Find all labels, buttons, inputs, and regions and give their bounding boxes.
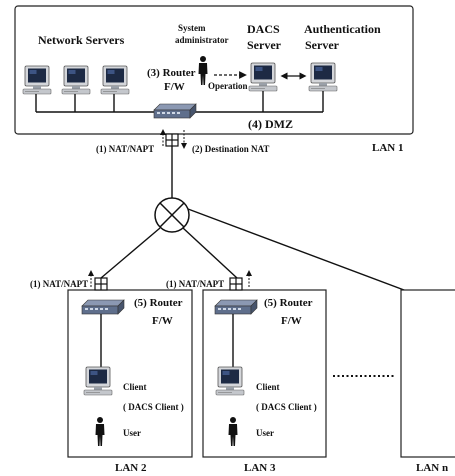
lan3-router-label-line2: F/W [281,315,302,327]
lan2-router-label-line1: (5) Router [134,297,183,309]
operation-label: Operation [208,81,248,91]
sysadmin-label-line2: administrator [175,35,229,45]
lan1-router-label-line1: (3) Router [147,67,196,79]
network-server-2-icon [61,65,91,95]
dacs-server-label-line1: DACS [247,22,280,36]
wan-link-lann-line [187,208,421,297]
lan2-user-label: User [123,428,141,438]
lan3-nat-napt-label: (1) NAT/NAPT [166,279,224,289]
lan2-name-label: LAN 2 [115,462,147,474]
lan2-client-label-line2: ( DACS Client ) [123,402,184,412]
lan3-client-label-line2: ( DACS Client ) [256,402,317,412]
wan-link-lan3-line [182,227,238,279]
lan1-router-label-line2: F/W [164,81,185,93]
lan2-router-label-line2: F/W [152,315,173,327]
lan3-user-label: User [256,428,274,438]
network-servers-label: Network Servers [38,33,125,47]
lan1-router-icon [153,103,197,119]
lan2-client-label-line1: Client [123,382,147,392]
lan2-client-icon [83,366,113,396]
lan3-router-label-line1: (5) Router [264,297,313,309]
sysadmin-label-line1: System [178,23,206,33]
auth-server-label-line2: Server [305,38,340,52]
dacs-server-icon [248,62,278,92]
dmz-label: (4) DMZ [248,117,293,131]
lan2-router-icon [81,299,125,315]
network-server-1-icon [22,65,52,95]
lan3-nat-box-icon [229,277,243,291]
internet-hub-icon [154,197,190,233]
auth-server-label-line1: Authentication [304,22,381,36]
lan1-nat-napt-label: (1) NAT/NAPT [96,144,154,154]
lan2-nat-napt-label: (1) NAT/NAPT [30,279,88,289]
dacs-server-label-line2: Server [247,38,282,52]
lan3-client-label-line1: Client [256,382,280,392]
lann-name-label: LAN n [416,462,448,474]
lan1-nat-box-icon [165,133,179,147]
lan3-client-icon [215,366,245,396]
wan-link-lan2-line [100,227,161,279]
lan2-nat-box-icon [94,277,108,291]
lan1-dest-nat-label: (2) Destination NAT [192,144,269,154]
lan3-router-icon [214,299,258,315]
lan3-name-label: LAN 3 [244,462,276,474]
network-server-3-icon [100,65,130,95]
lan1-name-label: LAN 1 [372,142,403,154]
lan2-box [67,289,193,458]
auth-server-icon [308,62,338,92]
lann-box [400,289,455,458]
